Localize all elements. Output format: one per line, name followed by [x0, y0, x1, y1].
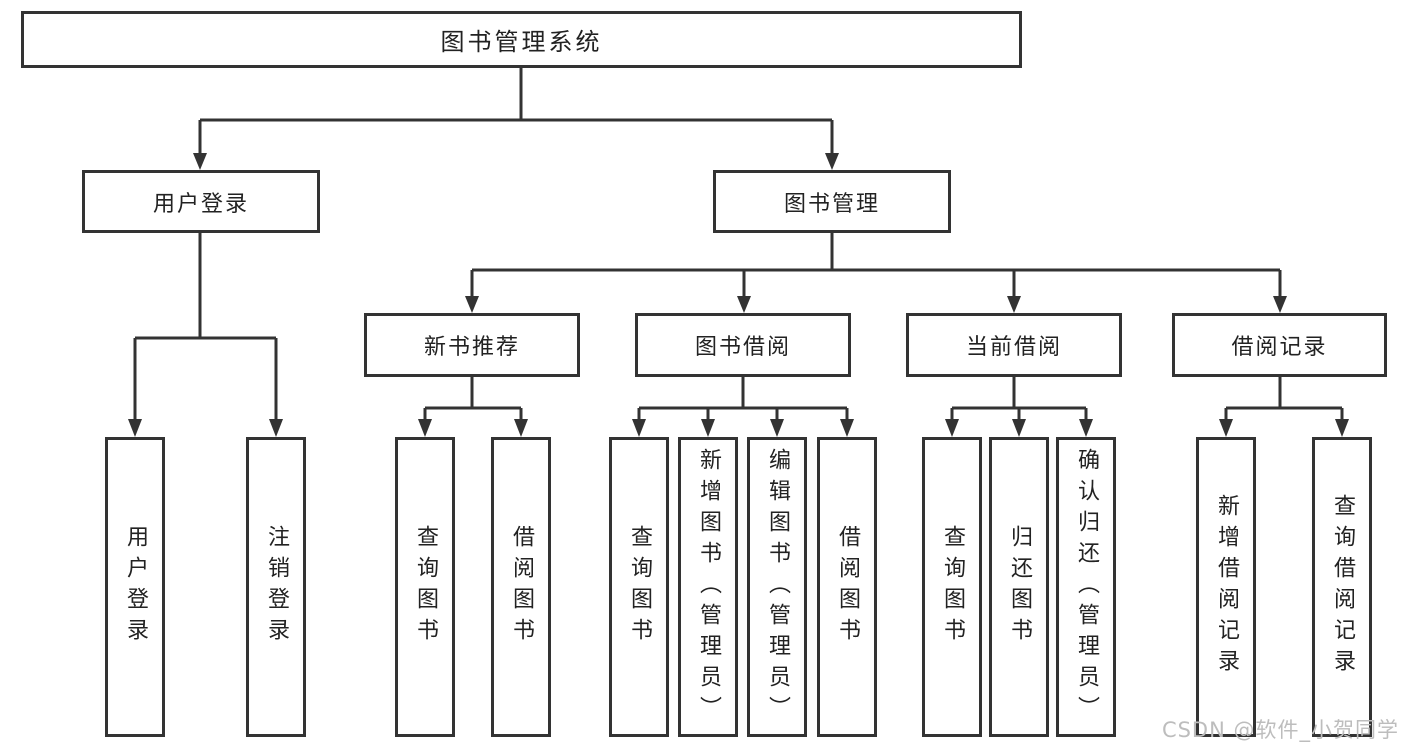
node-borrow-records: 借阅记录	[1172, 313, 1387, 377]
leaf-label: 编辑图书（管理员）	[765, 447, 790, 727]
leaf-add-borrow-record: 新增借阅记录	[1196, 437, 1256, 737]
csdn-watermark: CSDN @软件_小贺同学	[1161, 718, 1399, 742]
leaf-label: 查询图书	[940, 525, 965, 649]
leaf-label: 注销登录	[264, 525, 289, 649]
node-label: 新书推荐	[423, 335, 520, 360]
connector-user-login-to-leaves	[128, 233, 283, 437]
leaf-logout: 注销登录	[246, 437, 306, 737]
leaf-edit-books-admin: 编辑图书（管理员）	[747, 437, 807, 737]
leaf-borrow-books: 借阅图书	[491, 437, 551, 737]
leaf-label: 借阅图书	[509, 525, 534, 649]
leaf-query-books: 查询图书	[395, 437, 455, 737]
leaf-return-books: 归还图书	[989, 437, 1049, 737]
leaf-label: 新增图书（管理员）	[696, 447, 721, 727]
node-book-management: 图书管理	[713, 170, 951, 233]
leaf-query-borrow-record: 查询借阅记录	[1312, 437, 1372, 737]
connector-root-to-branches	[193, 68, 839, 170]
connector-new-book-recommend-to-leaves	[418, 377, 528, 437]
node-current-borrow: 当前借阅	[906, 313, 1122, 377]
node-new-book-recommend: 新书推荐	[364, 313, 580, 377]
leaf-confirm-return-admin: 确认归还（管理员）	[1056, 437, 1116, 737]
leaf-query-books: 查询图书	[609, 437, 669, 737]
node-library-management-system: 图书管理系统	[21, 11, 1022, 68]
leaf-label: 查询图书	[413, 525, 438, 649]
node-user-login: 用户登录	[82, 170, 320, 233]
node-label: 当前借阅	[965, 335, 1062, 360]
leaf-label: 确认归还（管理员）	[1074, 447, 1099, 727]
node-label: 用户登录	[152, 191, 249, 217]
leaf-label: 借阅图书	[835, 525, 860, 649]
node-label: 图书管理系统	[440, 28, 603, 56]
leaf-label: 新增借阅记录	[1214, 494, 1239, 680]
leaf-user-login: 用户登录	[105, 437, 165, 737]
leaf-label: 用户登录	[123, 525, 148, 649]
node-label: 借阅记录	[1231, 335, 1328, 360]
node-label: 图书管理	[783, 191, 880, 217]
leaf-label: 归还图书	[1007, 525, 1032, 649]
leaf-query-books: 查询图书	[922, 437, 982, 737]
node-book-borrow: 图书借阅	[635, 313, 851, 377]
connector-borrow-records-to-leaves	[1219, 377, 1349, 437]
leaf-label: 查询借阅记录	[1330, 494, 1355, 680]
leaf-borrow-books: 借阅图书	[817, 437, 877, 737]
leaf-label: 查询图书	[627, 525, 652, 649]
connector-book-borrow-to-leaves	[632, 377, 854, 437]
node-label: 图书借阅	[694, 335, 791, 360]
connector-book-management-to-sections	[465, 233, 1287, 313]
connector-current-borrow-to-leaves	[945, 377, 1093, 437]
leaf-add-books-admin: 新增图书（管理员）	[678, 437, 738, 737]
